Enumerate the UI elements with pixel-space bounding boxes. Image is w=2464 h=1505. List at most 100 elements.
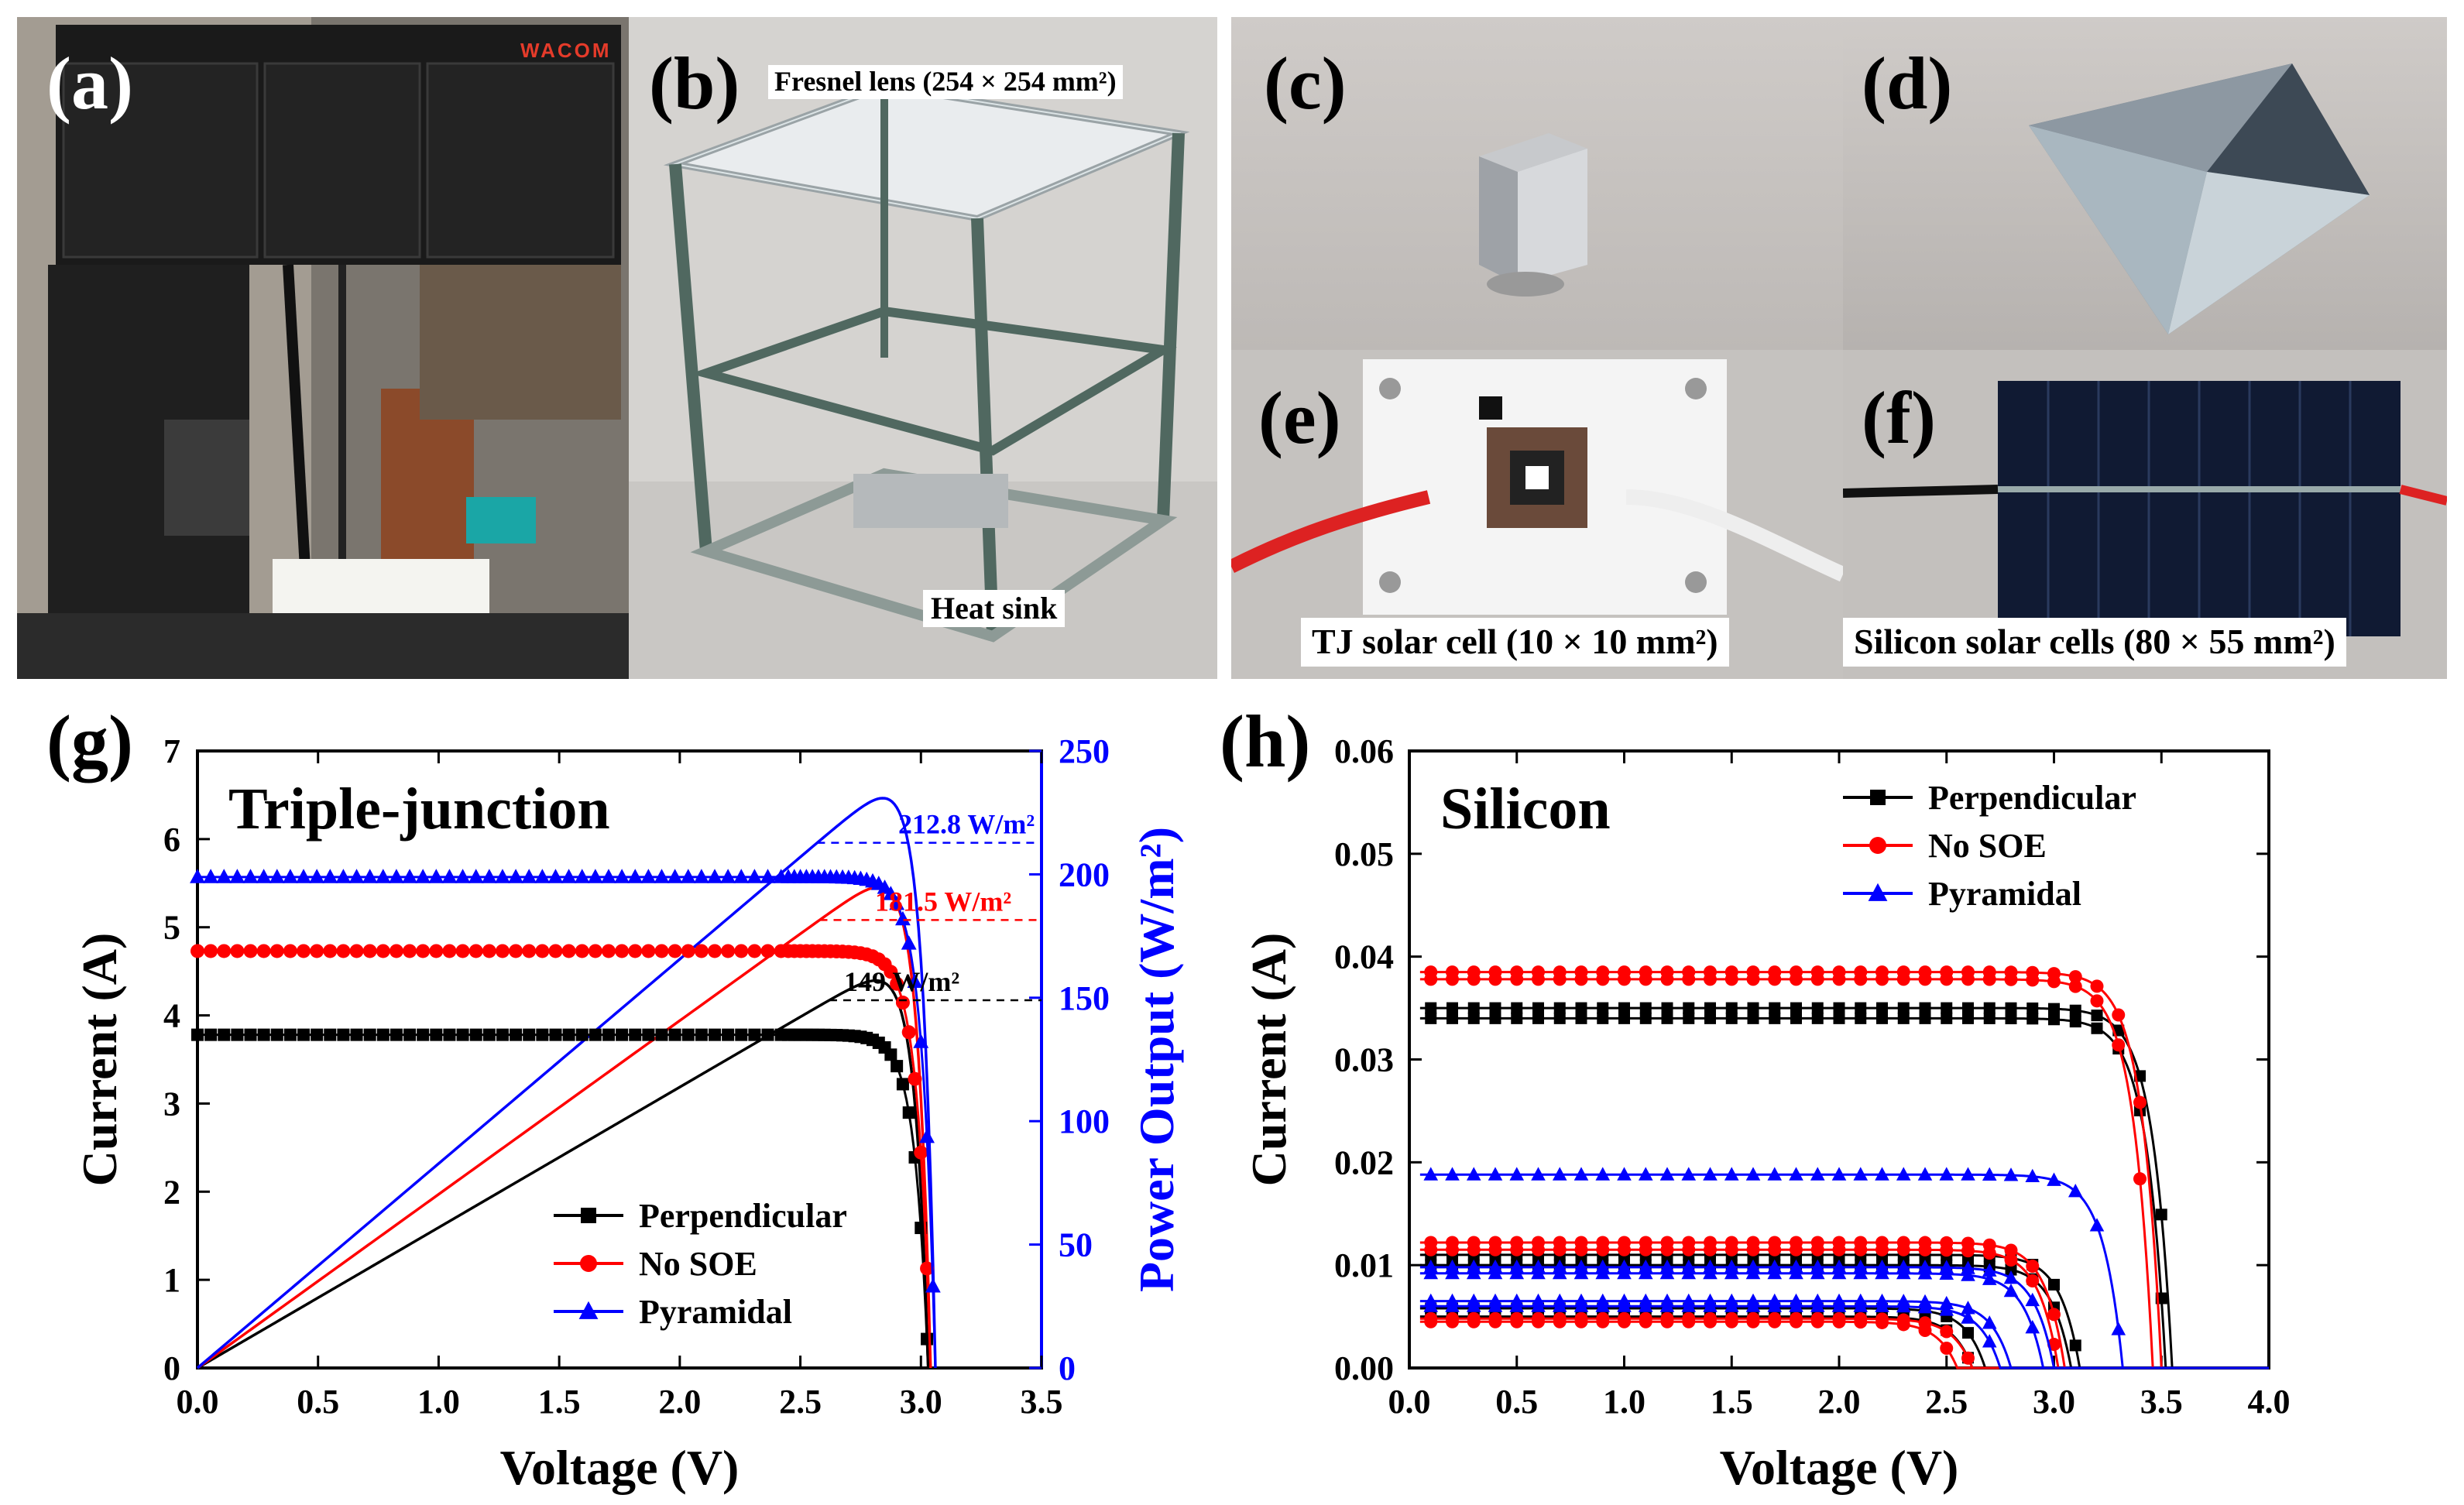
data-point [1488,1167,1503,1181]
data-point [733,869,750,883]
data-point [2069,1004,2081,1016]
panel-letter-h: (h) [1220,700,1311,783]
data-point [231,1028,244,1041]
data-point [1489,1012,1501,1024]
data-point [1488,1298,1503,1312]
data-point [720,869,736,883]
data-point [1961,1301,1975,1315]
data-point [709,1028,722,1041]
data-point [203,869,219,883]
data-point [256,944,271,958]
data-point [296,869,311,883]
data-point [601,944,616,958]
data-point [1768,1243,1782,1256]
data-point [1854,972,1868,986]
data-point [455,869,471,883]
chart-title: Silicon [1440,776,1611,842]
iv-curve-no-soe [1419,1320,2269,1370]
data-point [602,1028,615,1041]
data-point [1982,1334,1997,1348]
data-point [441,869,458,883]
data-point [1618,972,1631,986]
data-point [1445,1167,1460,1181]
x-tick-label: 0.5 [1495,1383,1538,1421]
data-point [1831,1298,1847,1312]
data-point [1939,1302,1954,1316]
data-point [1769,1012,1781,1024]
data-point [1510,1315,1524,1328]
data-point [1446,1315,1459,1328]
data-point [1425,1002,1437,1014]
data-point [640,869,657,883]
y-tick-label: 0.03 [1334,1041,1394,1079]
data-point [1574,972,1588,986]
data-point [1574,1243,1588,1256]
data-point [536,1028,549,1041]
data-point [1573,1167,1589,1181]
data-point [1896,1318,1910,1332]
y-axis-label: Current (A) [72,933,127,1187]
data-point [269,944,284,958]
data-point [1724,1243,1738,1256]
data-point [1703,1167,1718,1181]
data-point [509,944,523,958]
data-point [1940,972,1954,986]
data-point [2026,1002,2039,1014]
data-point [1553,1012,1566,1024]
data-point [1832,1243,1846,1256]
data-point [455,944,470,958]
data-point [1639,1012,1652,1024]
data-point [760,944,775,958]
data-point [1853,1167,1869,1181]
photo-c-drawing [1479,133,1587,297]
data-point [1961,1167,1975,1181]
x-tick-label: 4.0 [2248,1383,2291,1421]
data-point [1724,1265,1739,1280]
legend-label: Pyramidal [639,1293,792,1331]
data-point [1897,1012,1910,1024]
data-point [375,869,391,883]
x-tick-label: 2.0 [658,1383,701,1421]
data-point [469,1028,482,1041]
data-point [721,944,736,958]
data-point [1918,1243,1932,1256]
x-tick-label: 0.0 [177,1383,219,1421]
data-point [681,944,695,958]
panel-letter-a: (a) [46,42,133,125]
data-point [1424,972,1438,986]
data-point [1617,1298,1632,1312]
data-point [1467,1012,1480,1024]
legend-label: Perpendicular [639,1197,847,1235]
data-point [204,1028,218,1041]
data-point [2047,1172,2061,1186]
data-point [1745,1298,1761,1312]
label-silicon-solar-cells: Silicon solar cells (80 × 55 mm²) [1843,618,2346,667]
data-point [1446,972,1459,986]
legend-label: No SOE [1928,827,2047,865]
data-point [1725,1012,1738,1024]
data-point [1897,1002,1910,1014]
data-point [1660,1243,1674,1256]
data-point [919,1128,935,1143]
data-point [642,1028,655,1041]
data-point [243,944,258,958]
data-point [1510,1243,1524,1256]
data-point [2025,1168,2040,1183]
data-point [1832,1315,1846,1328]
data-point [655,1028,668,1041]
data-point [575,1028,589,1041]
data-point [362,869,378,883]
data-point [693,869,709,883]
y-tick-label: 7 [163,732,180,770]
data-point [1875,1265,1889,1280]
data-point [747,944,762,958]
panel-letter-f: (f) [1862,376,1936,459]
brand-label: WACOM [520,39,612,62]
photo-f-silicon-solar-cells: Silicon solar cells (80 × 55 mm²) [1843,350,2447,679]
y2-tick-label: 150 [1059,979,1110,1017]
panel-letter-g: (g) [46,700,133,783]
data-point [1724,972,1738,986]
data-point [1962,1012,1974,1024]
data-point [1681,1265,1697,1280]
data-point [1789,1265,1803,1280]
